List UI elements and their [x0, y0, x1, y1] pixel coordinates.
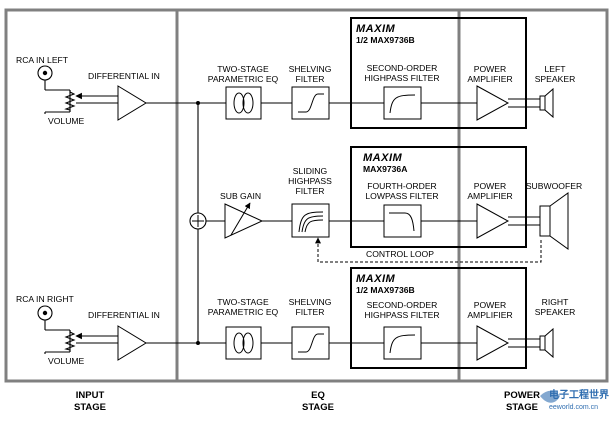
control-loop-line [315, 237, 542, 263]
input-stage-label-2: STAGE [74, 402, 106, 413]
watermark-cn: 电子工程世界 [549, 388, 609, 401]
chip-mid-logo: MAXIM [363, 152, 403, 164]
sub-gain-label: SUB GAIN [220, 191, 261, 201]
chip-mid-func-1: FOURTH-ORDER [367, 181, 437, 191]
chip-bot-func-1: SECOND-ORDER [367, 300, 438, 310]
subwoofer-label: SUBWOOFER [526, 181, 582, 191]
eq-bottom-label-2: PARAMETRIC EQ [208, 307, 279, 317]
speaker-right-icon [539, 327, 554, 359]
sliding-hp-label-3: FILTER [296, 186, 325, 196]
diff-amp-left-icon [117, 85, 147, 121]
power-stage-frame [457, 8, 609, 383]
sliding-hp-label-1: SLIDING [293, 166, 328, 176]
shelf-bottom-label-2: FILTER [296, 307, 325, 317]
shelf-top-label-2: FILTER [296, 74, 325, 84]
shelf-top-block [291, 86, 330, 120]
chip-top-func-1: SECOND-ORDER [367, 63, 438, 73]
amp-bot-label-1: POWER [474, 300, 506, 310]
rca-left-label: RCA IN LEFT [16, 55, 69, 65]
diff-amp-right-icon [117, 325, 147, 361]
volume-pot-left-icon [64, 90, 76, 112]
power-amp-top-icon [476, 85, 510, 121]
power-amp-bot-icon [476, 325, 510, 361]
speaker-right-label-1: RIGHT [542, 297, 569, 307]
chip-mid-lp-block [383, 204, 422, 238]
chip-mid-part: MAX9736A [363, 164, 407, 174]
volume-right-label: VOLUME [48, 356, 85, 366]
diff-in-left-label: DIFFERENTIAL IN [88, 71, 160, 81]
amp-bot-label-2: AMPLIFIER [467, 310, 512, 320]
signal-wires [44, 80, 540, 354]
speaker-left-label-1: LEFT [544, 64, 566, 74]
summing-junction-icon [189, 212, 207, 230]
eq-top-block [225, 86, 262, 120]
shelf-top-label-1: SHELVING [289, 64, 332, 74]
rca-jack-left-icon [37, 65, 53, 81]
chip-top-part: 1/2 MAX9736B [356, 35, 415, 45]
sliding-hp-label-2: HIGHPASS [288, 176, 332, 186]
input-stage-label-1: INPUT [76, 390, 105, 401]
control-loop-label: CONTROL LOOP [366, 249, 434, 259]
chip-top-box [350, 17, 527, 129]
sliding-hp-block [291, 203, 330, 238]
watermark-url: eeworld.com.cn [549, 404, 598, 411]
chip-bot-logo: MAXIM [356, 273, 396, 285]
chip-top-func-2: HIGHPASS FILTER [364, 73, 439, 83]
chip-bot-hp-block [383, 326, 422, 360]
eq-bottom-label-1: TWO-STAGE [217, 297, 269, 307]
sub-gain-amp-icon [224, 202, 264, 239]
subwoofer-icon [539, 192, 569, 250]
power-stage-label-2: STAGE [506, 402, 538, 413]
speaker-right-label-2: SPEAKER [535, 307, 576, 317]
input-stage-frame [4, 8, 179, 383]
eq-stage-label-1: EQ [311, 390, 325, 401]
rca-jack-right-icon [37, 305, 53, 321]
rca-right-label: RCA IN RIGHT [16, 294, 75, 304]
chip-mid-box [350, 146, 527, 248]
power-stage-label-1: POWER [504, 390, 540, 401]
diff-in-right-label: DIFFERENTIAL IN [88, 310, 160, 320]
chip-bot-box [350, 267, 527, 369]
amp-mid-label-1: POWER [474, 181, 506, 191]
eq-top-label-1: TWO-STAGE [217, 64, 269, 74]
amp-top-label-1: POWER [474, 64, 506, 74]
volume-left-label: VOLUME [48, 116, 85, 126]
chip-top-logo: MAXIM [356, 23, 396, 35]
shelf-bottom-block [291, 326, 330, 360]
chip-mid-func-2: LOWPASS FILTER [365, 191, 438, 201]
eq-bottom-block [225, 326, 262, 360]
speaker-left-icon [539, 87, 554, 119]
speaker-left-label-2: SPEAKER [535, 74, 576, 84]
volume-pot-right-icon [64, 330, 76, 352]
amp-top-label-2: AMPLIFIER [467, 74, 512, 84]
chip-bot-part: 1/2 MAX9736B [356, 285, 415, 295]
eq-stage-label-2: STAGE [302, 402, 334, 413]
chip-top-hp-block [383, 86, 422, 120]
eq-top-label-2: PARAMETRIC EQ [208, 74, 279, 84]
eeworld-watermark: 电子工程世界 eeworld.com.cn [540, 388, 609, 411]
shelf-bottom-label-1: SHELVING [289, 297, 332, 307]
chip-bot-func-2: HIGHPASS FILTER [364, 310, 439, 320]
power-amp-mid-icon [476, 203, 510, 239]
amp-mid-label-2: AMPLIFIER [467, 191, 512, 201]
